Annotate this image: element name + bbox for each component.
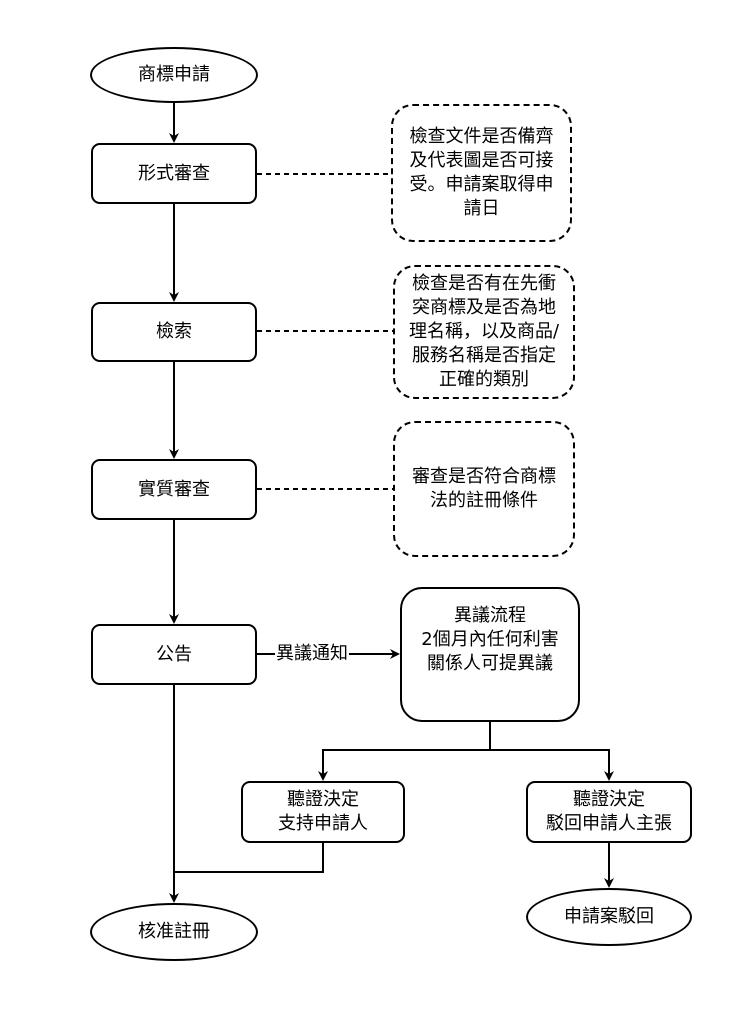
node-hearing-support: 聽證決定 支持申請人	[241, 781, 405, 843]
node-search: 檢索	[91, 302, 257, 362]
node-substantive-review: 實質審查	[91, 459, 257, 520]
note-substantive: 審查是否符合商標 法的註冊條件	[393, 421, 575, 557]
arrow-to-hearing-reject	[490, 749, 614, 781]
node-publish: 公告	[91, 624, 257, 685]
line-support-to-approve	[174, 842, 324, 873]
node-hearing-reject: 聽證決定 駁回申請人主張	[526, 781, 692, 843]
arrow-to-hearing-support	[318, 749, 490, 781]
node-rejected: 申請案駁回	[526, 888, 692, 946]
node-opposition: 異議流程 2個月內任何利害 關係人可提異議	[400, 587, 580, 722]
edge-label-opposition-notice: 異議通知	[275, 643, 349, 665]
node-start: 商標申請	[90, 47, 258, 103]
note-search: 檢查是否有在先衝 突商標及是否為地 理名稱，以及商品/ 服務名稱是否指定 正確的…	[393, 265, 575, 399]
note-formal: 檢查文件是否備齊 及代表圖是否可接 受。申請案取得申 請日	[391, 104, 572, 242]
node-formal-review: 形式審查	[91, 143, 257, 204]
node-approve: 核准註冊	[90, 903, 258, 961]
